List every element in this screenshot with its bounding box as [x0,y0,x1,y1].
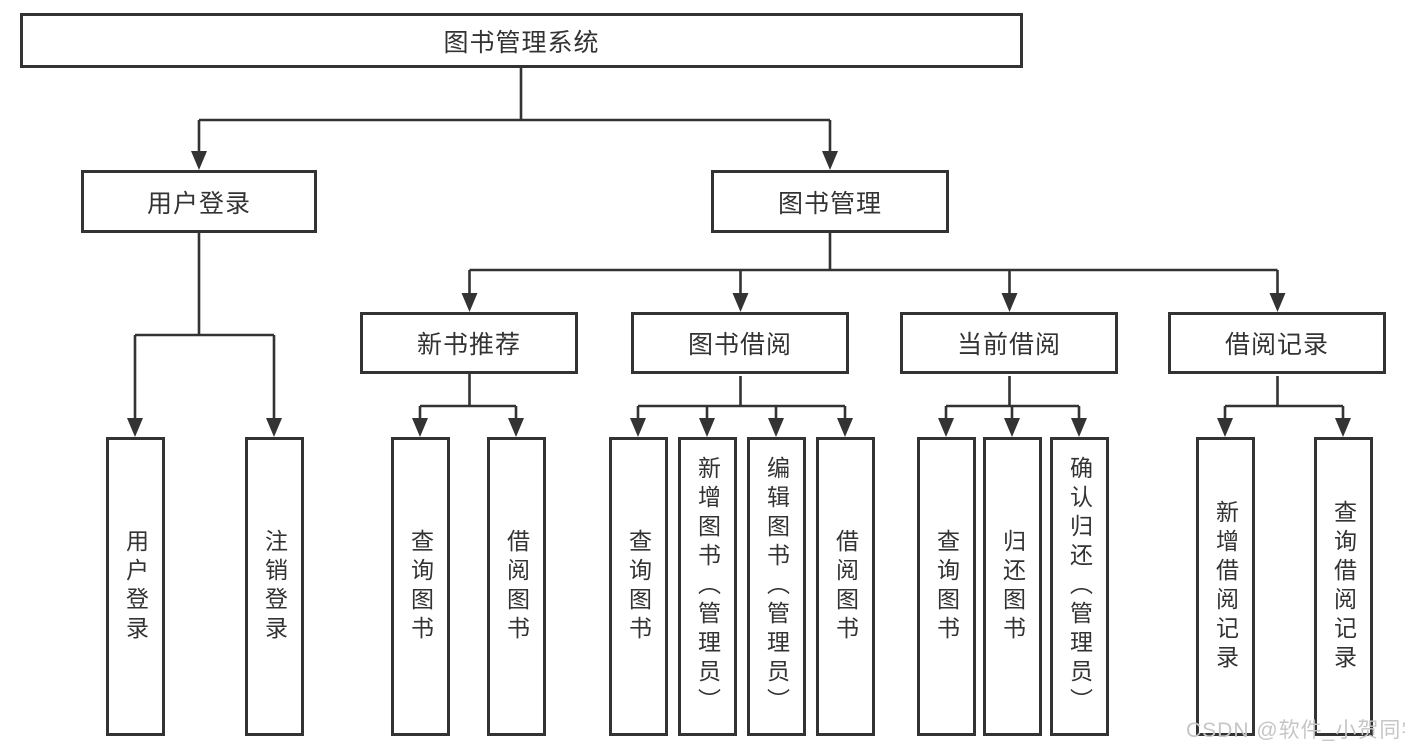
node-root-label: 图书管理系统 [443,28,600,57]
connector-lines [133,68,1345,420]
leaf-edit-book-admin: 编辑图书（管理员） [746,437,806,736]
arrowhead-icons [127,151,1351,437]
leaf-query-borrow-record: 查询借阅记录 [1313,437,1373,736]
node-user-login-label: 用户登录 [146,189,251,218]
node-borrow-records: 借阅记录 [1168,312,1386,374]
node-book-borrowing: 图书借阅 [631,312,849,374]
csdn-watermark: CSDN @软件_小贺同学 [1186,719,1405,742]
node-current-borrowing: 当前借阅 [900,312,1118,374]
leaf-query-books-borrowing-label: 查询图书 [625,528,652,645]
leaf-borrow-books-borrowing: 借阅图书 [815,437,875,736]
node-new-book-recommend: 新书推荐 [360,312,578,374]
node-user-login: 用户登录 [81,170,317,233]
leaf-confirm-return-admin: 确认归还（管理员） [1049,437,1109,736]
leaf-add-book-admin: 新增图书（管理员） [677,437,737,736]
leaf-query-books-recommend-label: 查询图书 [407,528,434,645]
leaf-user-login-label: 用户登录 [122,528,149,645]
leaf-return-book-label: 归还图书 [999,528,1026,645]
leaf-borrow-books-recommend-label: 借阅图书 [503,528,530,645]
leaf-borrow-books-borrowing-label: 借阅图书 [832,528,859,645]
leaf-add-book-admin-label: 新增图书（管理员） [694,456,721,717]
leaf-query-books-current: 查询图书 [916,437,976,736]
leaf-query-borrow-record-label: 查询借阅记录 [1330,499,1357,674]
leaf-logout: 注销登录 [244,437,304,736]
leaf-query-books-recommend: 查询图书 [390,437,450,736]
leaf-edit-book-admin-label: 编辑图书（管理员） [763,456,790,717]
node-book-borrowing-label: 图书借阅 [687,331,792,359]
leaf-query-books-current-label: 查询图书 [933,528,960,645]
node-book-management-label: 图书管理 [777,189,882,218]
leaf-query-books-borrowing: 查询图书 [608,437,668,736]
node-root: 图书管理系统 [20,13,1023,68]
node-new-book-recommend-label: 新书推荐 [416,331,521,359]
node-book-management: 图书管理 [711,170,949,233]
node-current-borrowing-label: 当前借阅 [956,331,1061,359]
leaf-logout-label: 注销登录 [261,528,288,645]
leaf-confirm-return-admin-label: 确认归还（管理员） [1066,456,1093,717]
leaf-add-borrow-record-label: 新增借阅记录 [1212,499,1239,674]
node-borrow-records-label: 借阅记录 [1224,331,1329,359]
leaf-borrow-books-recommend: 借阅图书 [486,437,546,736]
leaf-user-login: 用户登录 [105,437,165,736]
leaf-return-book: 归还图书 [982,437,1042,736]
leaf-add-borrow-record: 新增借阅记录 [1195,437,1255,736]
